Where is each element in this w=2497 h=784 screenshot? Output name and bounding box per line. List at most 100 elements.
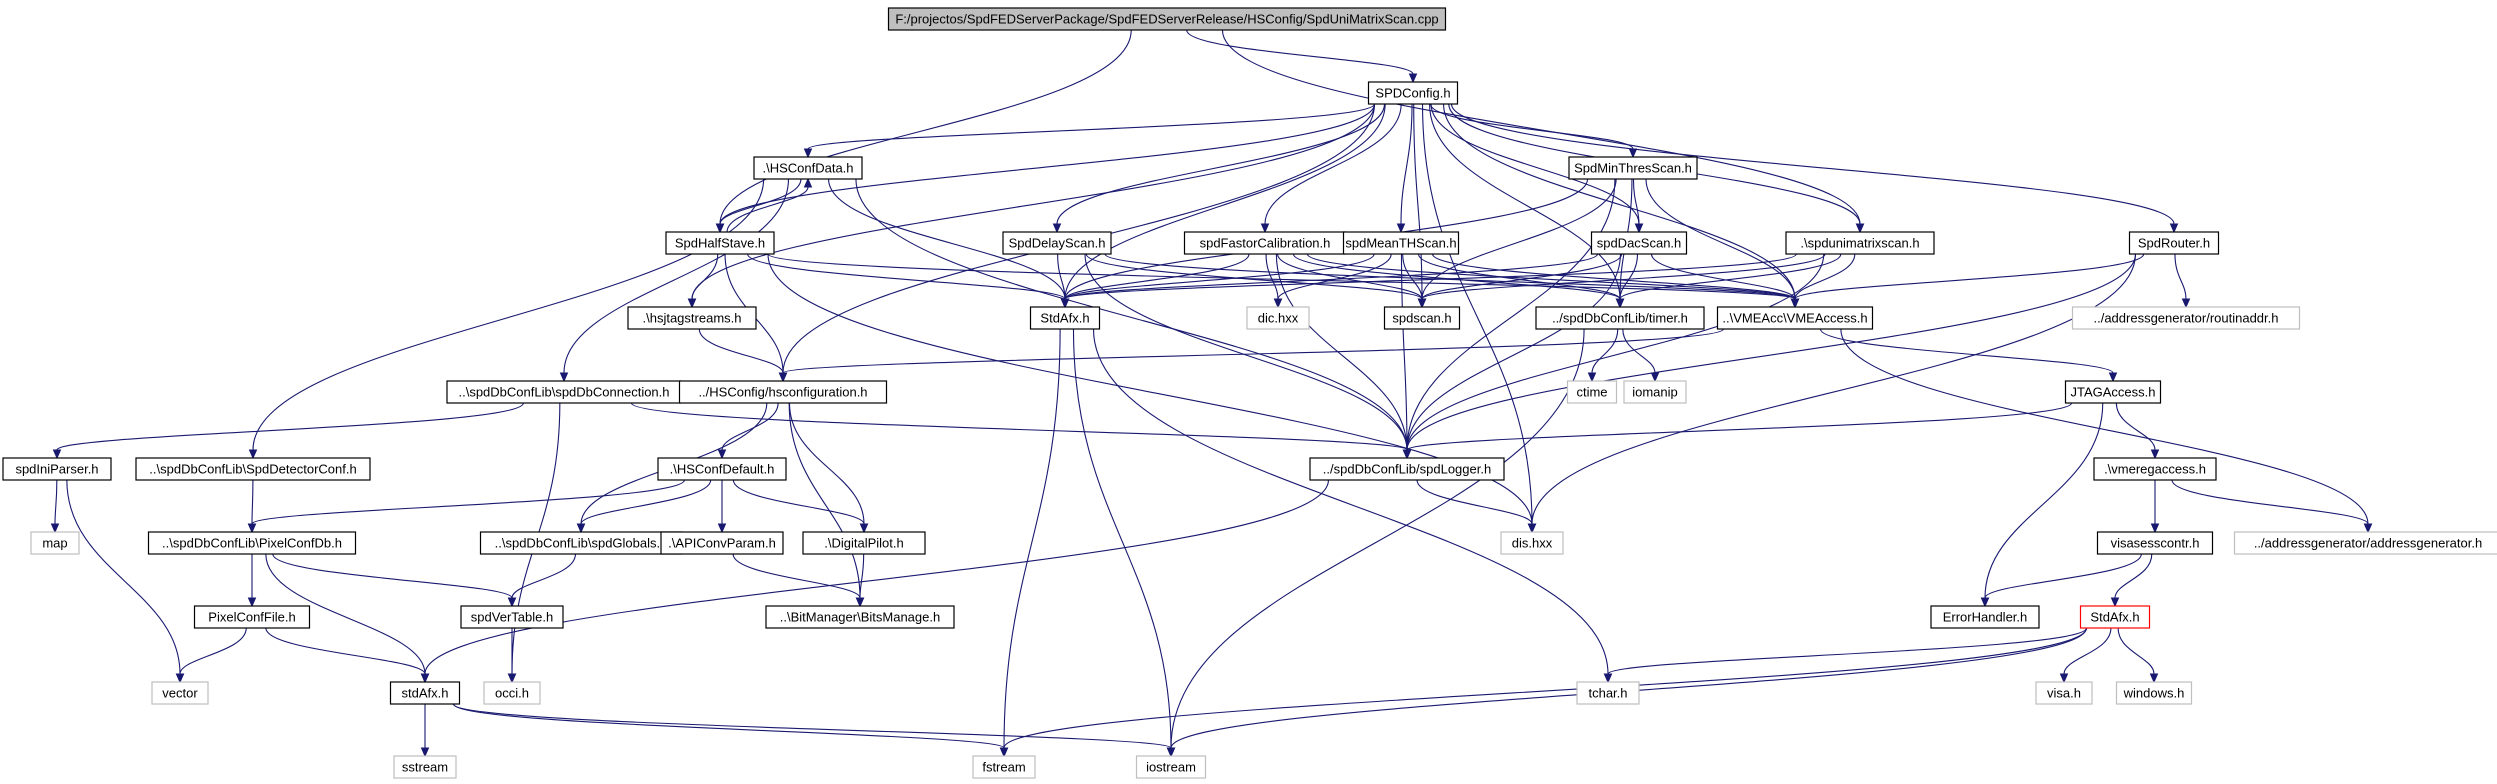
node-spddetconf[interactable]: ..\spdDbConfLib\SpdDetectorConf.h: [135, 457, 371, 481]
node-box: [1029, 306, 1101, 330]
node-spdfastor[interactable]: spdFastorCalibration.h: [1183, 231, 1347, 255]
node-spdhalfstave[interactable]: SpdHalfStave.h: [665, 231, 775, 255]
node-spdrouter[interactable]: SpdRouter.h: [2128, 231, 2220, 255]
node-spdscan[interactable]: spdscan.h: [1383, 306, 1461, 330]
arrowhead-spdunimatrix-to-spdscan: [1417, 298, 1427, 309]
edge-stdafx_low-to-fstream: [452, 703, 1005, 749]
edge-spdconfig-to-spddac: [1430, 103, 1640, 225]
node-box: [657, 457, 787, 481]
arrowhead-digitalpilot-to-bitsmanage: [855, 597, 865, 608]
edge-spdmeanth-to-spdlogger: [1400, 253, 1408, 451]
node-pixelconffile[interactable]: PixelConfFile.h: [193, 605, 311, 629]
node-box: [765, 605, 955, 629]
node-label: iostream: [1146, 760, 1196, 775]
edge-vmeregaccess-to-addrgen: [2171, 479, 2369, 525]
node-spddac[interactable]: spdDacScan.h: [1590, 231, 1688, 255]
node-box: [460, 605, 564, 629]
node-label: visa.h: [2047, 686, 2081, 701]
node-box: [2128, 231, 2220, 255]
node-spdminthres[interactable]: SpdMinThresScan.h: [1568, 156, 1698, 180]
node-label: .\spdunimatrixscan.h: [1800, 236, 1919, 251]
node-stdafx-cap[interactable]: StdAfx.h: [1029, 306, 1101, 330]
edge-hsconfiguration-to-bitsmanage: [788, 402, 861, 599]
node-spdlogger[interactable]: ../spdDbConfLib/spdLogger.h: [1309, 457, 1505, 481]
edge-spdiniparser-to-map: [54, 479, 58, 525]
node-label: vector: [162, 686, 198, 701]
edge-digitalpilot-to-bitsmanage: [859, 553, 865, 599]
node-spdiniparser[interactable]: spdIniParser.h: [2, 457, 112, 481]
edge-stdafx_cap-to-tchar: [1092, 328, 1609, 675]
node-label: windows.h: [2123, 686, 2185, 701]
arrowhead-stdafx_low-to-sstream: [420, 747, 430, 758]
node-label: StdAfx.h: [2090, 610, 2139, 625]
node-sstream: sstream: [393, 755, 457, 779]
node-hsconfdata[interactable]: .\HSConfData.h: [753, 156, 863, 180]
edge-spddac-to-stdafx_cap: [1064, 253, 1599, 300]
node-spdvertable[interactable]: spdVerTable.h: [460, 605, 564, 629]
node-timer[interactable]: ../spdDbConfLib/timer.h: [1535, 306, 1705, 330]
edge-spdlogger-to-stdafx_low: [424, 479, 1329, 675]
edge-spdunimatrix-to-stdafx_cap: [1064, 253, 1797, 300]
node-box: [389, 681, 461, 705]
node-spddelay[interactable]: SpdDelayScan.h: [1002, 231, 1112, 255]
node-box: [1367, 81, 1459, 105]
node-box: [1785, 231, 1935, 255]
node-spdmeanth[interactable]: spdMeanTHScan.h: [1342, 231, 1460, 255]
edge-hsconfdefault-to-pixelconfdb: [251, 479, 685, 525]
node-stdafx-red[interactable]: StdAfx.h: [2079, 605, 2151, 629]
edge-hsconfdata-to-stdafx_cap: [828, 178, 1066, 300]
node-root[interactable]: F:/projectos/SpdFEDServerPackage/SpdFEDS…: [887, 7, 1447, 31]
node-pixelconfdb[interactable]: ..\spdDbConfLib\PixelConfDb.h: [147, 531, 357, 555]
edge-spdmeanth-to-spdscan: [1402, 253, 1423, 300]
node-spdconfig[interactable]: SPDConfig.h: [1367, 81, 1459, 105]
node-spdunimatrix[interactable]: .\spdunimatrixscan.h: [1785, 231, 1935, 255]
node-stdafx-low[interactable]: stdAfx.h: [389, 681, 461, 705]
node-label: SpdRouter.h: [2138, 236, 2210, 251]
edge-vmeaccess-to-hsconfiguration: [782, 328, 1725, 374]
edge-spdfastor-to-stdafx_cap: [1064, 253, 1250, 300]
node-spddbconn[interactable]: ..\spdDbConfLib\spdDbConnection.h: [446, 380, 682, 404]
node-box: [1135, 755, 1207, 779]
arrowhead-hsconfdata-to-spddetconf: [248, 449, 258, 460]
node-hsconfiguration[interactable]: ../HSConfig/hsconfiguration.h: [678, 380, 888, 404]
node-digitalpilot[interactable]: .\DigitalPilot.h: [802, 531, 926, 555]
node-spdglobals[interactable]: ..\spdDbConfLib\spdGlobals.h: [479, 531, 683, 555]
node-apiconvparam[interactable]: .\APIConvParam.h: [660, 531, 784, 555]
node-box: [2233, 531, 2497, 555]
arrowhead-stdafx_red-to-tchar: [1603, 673, 1613, 684]
node-hsconfdefault[interactable]: .\HSConfDefault.h: [657, 457, 787, 481]
node-bitsmanage[interactable]: ..\BitManager\BitsManage.h: [765, 605, 955, 629]
edge-jtagaccess-to-vmeregaccess: [2115, 402, 2156, 451]
edge-spdmeanth-to-vmeaccess: [1431, 253, 1796, 300]
graph-nodes: F:/projectos/SpdFEDServerPackage/SpdFEDS…: [2, 7, 2497, 779]
arrowhead-vmeaccess-to-hsconfiguration: [778, 372, 788, 383]
edge-spdglobals-to-spdvertable: [511, 553, 577, 599]
edge-timer-to-iomanip: [1622, 328, 1656, 374]
edge-visasess-to-stdafx_red: [2114, 553, 2153, 599]
node-hsjtag[interactable]: .\hsjtagstreams.h: [627, 306, 757, 330]
node-jtagaccess[interactable]: JTAGAccess.h: [2064, 380, 2162, 404]
node-label: sstream: [402, 760, 448, 775]
node-box: [627, 306, 757, 330]
arrowhead-hsconfdefault-to-spdglobals: [576, 523, 586, 534]
edge-pixelconfdb-to-spdvertable: [272, 553, 513, 599]
edge-pixelconffile-to-vector: [179, 627, 247, 675]
edge-spdconfig-to-hsconfdata: [807, 103, 1376, 150]
node-label: ../HSConfig/hsconfiguration.h: [698, 385, 867, 400]
node-visasess[interactable]: visasesscontr.h: [2096, 531, 2214, 555]
arrowhead-spdglobals-to-spdvertable: [507, 597, 517, 608]
node-label: tchar.h: [1588, 686, 1627, 701]
node-vmeregaccess[interactable]: .\vmeregaccess.h: [2093, 457, 2217, 481]
edge-hsconfdata-to-spddbconn: [563, 178, 790, 374]
node-label: ../spdDbConfLib/spdLogger.h: [1323, 462, 1491, 477]
node-vmeaccess[interactable]: ..\VMEAcc\VMEAccess.h: [1716, 306, 1874, 330]
edge-spddac-to-spdlogger: [1406, 253, 1621, 451]
node-iomanip: iomanip: [1623, 380, 1687, 404]
arrowhead-spdconfig-to-spdrouter: [2169, 223, 2179, 234]
node-windows: windows.h: [2115, 681, 2193, 705]
node-label: ErrorHandler.h: [1943, 610, 2028, 625]
arrowhead-vmeregaccess-to-visasess: [2150, 523, 2160, 534]
arrowhead-timer-to-iomanip: [1650, 372, 1660, 383]
edge-hsconfdefault-to-spdglobals: [580, 479, 712, 525]
node-errorhandler[interactable]: ErrorHandler.h: [1930, 605, 2040, 629]
